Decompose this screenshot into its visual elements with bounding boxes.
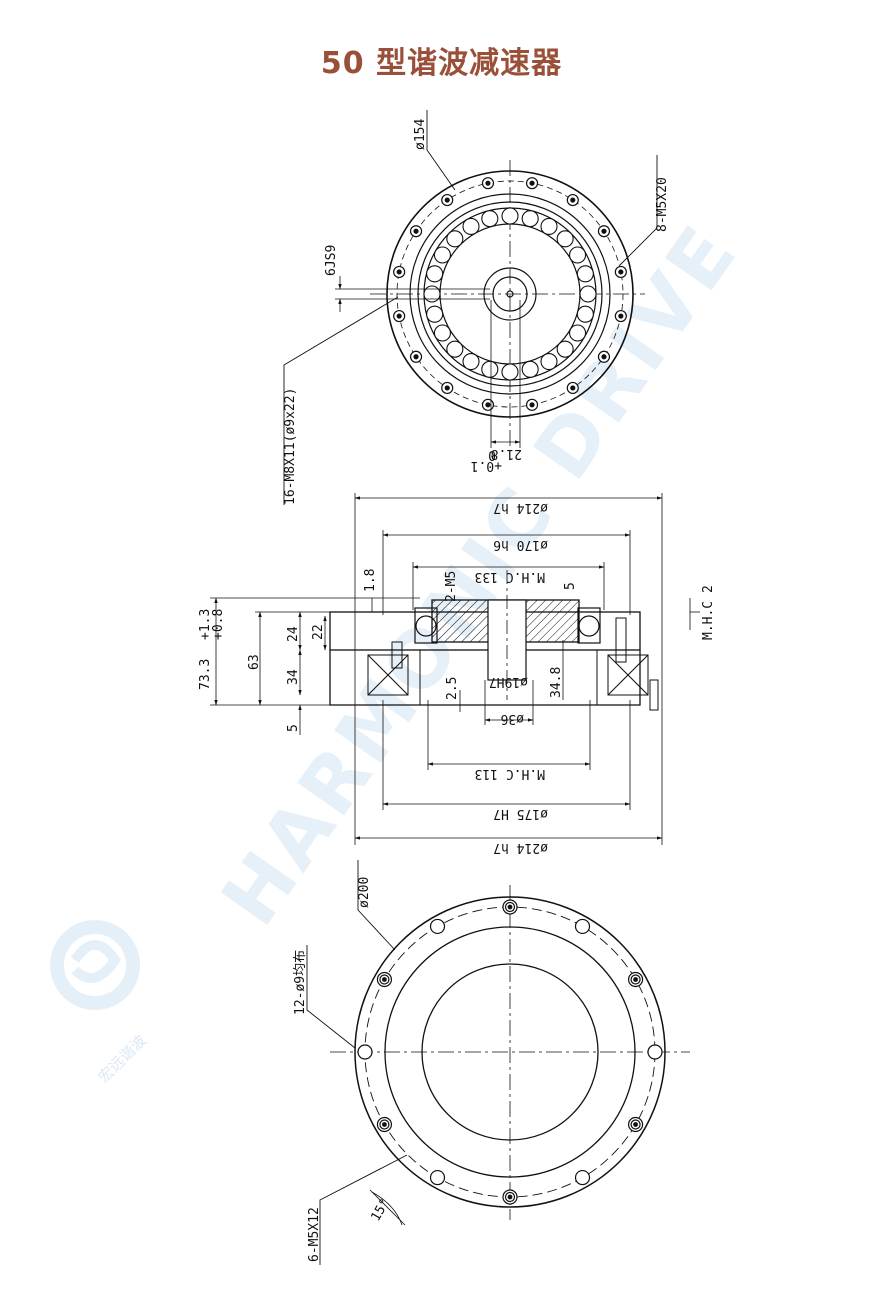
watermark-logo-icon — [50, 920, 140, 1010]
roller-icon — [501, 363, 519, 381]
total-height-label: 73.3 — [198, 659, 213, 690]
mount-hole-icon — [409, 350, 423, 363]
bearing-rollers — [423, 207, 597, 381]
mount-hole-icon — [481, 398, 495, 411]
dia-36-label: ø36 — [501, 711, 524, 726]
mount-hole-icon — [525, 398, 539, 411]
mount-hole-icon — [614, 309, 627, 323]
dia-170-label: ø170 h6 — [493, 537, 548, 552]
mount-hole-icon — [481, 177, 495, 190]
roller-icon — [579, 285, 597, 303]
dim-22-label: 22 — [311, 624, 326, 640]
dia-214-top-label: ø214 h7 — [493, 500, 548, 515]
mhc-113-label: M.H.C 113 — [475, 766, 545, 781]
roller-icon — [540, 217, 558, 236]
bottom-view — [306, 860, 690, 1265]
bolt-holes — [393, 177, 627, 411]
mount-hole-icon — [409, 225, 423, 238]
roller-icon — [576, 305, 594, 323]
through-hole-icon — [574, 1169, 591, 1186]
dia-200-label: ø200 — [357, 877, 372, 908]
roller-icon — [568, 324, 587, 342]
dia-154-label: ø154 — [413, 119, 428, 150]
threads-6-label: 6-M5X12 — [307, 1207, 322, 1262]
roller-icon — [462, 217, 480, 236]
roller-icon — [568, 246, 587, 264]
roller-icon — [426, 305, 444, 323]
mount-hole-icon — [614, 265, 627, 279]
thread-hole-icon — [630, 1119, 641, 1130]
mhc-133-label: M.H.C 133 — [475, 569, 545, 584]
key-tol-upper: +0.1 — [471, 458, 502, 473]
bolt-thread-label: 8-M5X20 — [655, 177, 670, 232]
key-tol-lower: 0 — [488, 447, 496, 462]
thread-hole-icon — [630, 974, 641, 985]
roller-icon — [521, 360, 539, 378]
dim-1-8-label: 1.8 — [363, 569, 378, 592]
roller-icon — [501, 207, 519, 225]
mount-hole-icon — [566, 381, 579, 395]
thread-hole-icon — [504, 1191, 516, 1203]
total-tol-upper: +1.3 — [198, 609, 213, 640]
roller-icon — [423, 285, 441, 303]
thread-hole-icon — [379, 974, 390, 985]
mount-hole-icon — [441, 381, 454, 395]
through-hole-icon — [574, 918, 591, 935]
roller-icon — [433, 324, 452, 342]
roller-icon — [556, 340, 574, 358]
mhc-2-label: M.H.C 2 — [701, 585, 716, 640]
roller-icon — [521, 210, 539, 228]
total-tol-lower: +0.8 — [211, 609, 226, 640]
roller-icon — [481, 360, 499, 378]
roller-icon — [481, 210, 499, 228]
bore-19-label: ø19H7 — [489, 674, 528, 689]
dia-175-label: ø175 H7 — [493, 806, 548, 821]
thread-hole-icon — [379, 1119, 390, 1130]
roller-icon — [433, 246, 452, 264]
roller-icon — [576, 265, 594, 283]
through-hole-icon — [357, 1044, 373, 1060]
dim-24-label: 24 — [286, 626, 301, 642]
through-hole-icon — [429, 918, 446, 935]
through-hole-icon — [429, 1169, 446, 1186]
mount-hole-icon — [597, 350, 611, 363]
mount-hole-icon — [597, 225, 611, 238]
dim-2-5-label: 2.5 — [445, 677, 460, 700]
mount-holes-label: 16-M8X11(ø9x22) — [283, 388, 298, 505]
keyway-label: 6JS9 — [324, 245, 339, 276]
section-view — [210, 493, 700, 845]
mount-hole-icon — [566, 193, 579, 207]
key-depth-label: 21.8 — [491, 446, 522, 461]
roller-icon — [446, 340, 464, 358]
angle-label: 15° — [368, 1196, 393, 1224]
roller-icon — [556, 230, 574, 248]
dim-5-left-label: 5 — [286, 724, 301, 732]
thread-hole-icon — [504, 901, 516, 913]
bottom-holes — [357, 899, 663, 1205]
holes-12-label: 12-ø9均布 — [293, 950, 308, 1015]
roller-icon — [446, 230, 464, 248]
mount-hole-icon — [393, 309, 406, 323]
roller-icon — [462, 352, 480, 371]
dim-63-label: 63 — [247, 654, 262, 670]
tap-2m5-label: 2-M5 — [444, 571, 459, 602]
mount-hole-icon — [441, 193, 454, 207]
dim-5-top-label: 5 — [563, 582, 578, 590]
dim-34-label: 34 — [286, 669, 301, 685]
roller-icon — [540, 352, 558, 371]
through-hole-icon — [647, 1044, 663, 1060]
top-view — [283, 110, 658, 505]
dim-34-8-label: 34.8 — [549, 667, 564, 698]
dia-214-bottom-label: ø214 h7 — [493, 840, 548, 855]
roller-icon — [426, 265, 444, 283]
mount-hole-icon — [393, 265, 406, 279]
mount-hole-icon — [525, 177, 539, 190]
page-title: 50 型谐波减速器 — [320, 46, 563, 81]
